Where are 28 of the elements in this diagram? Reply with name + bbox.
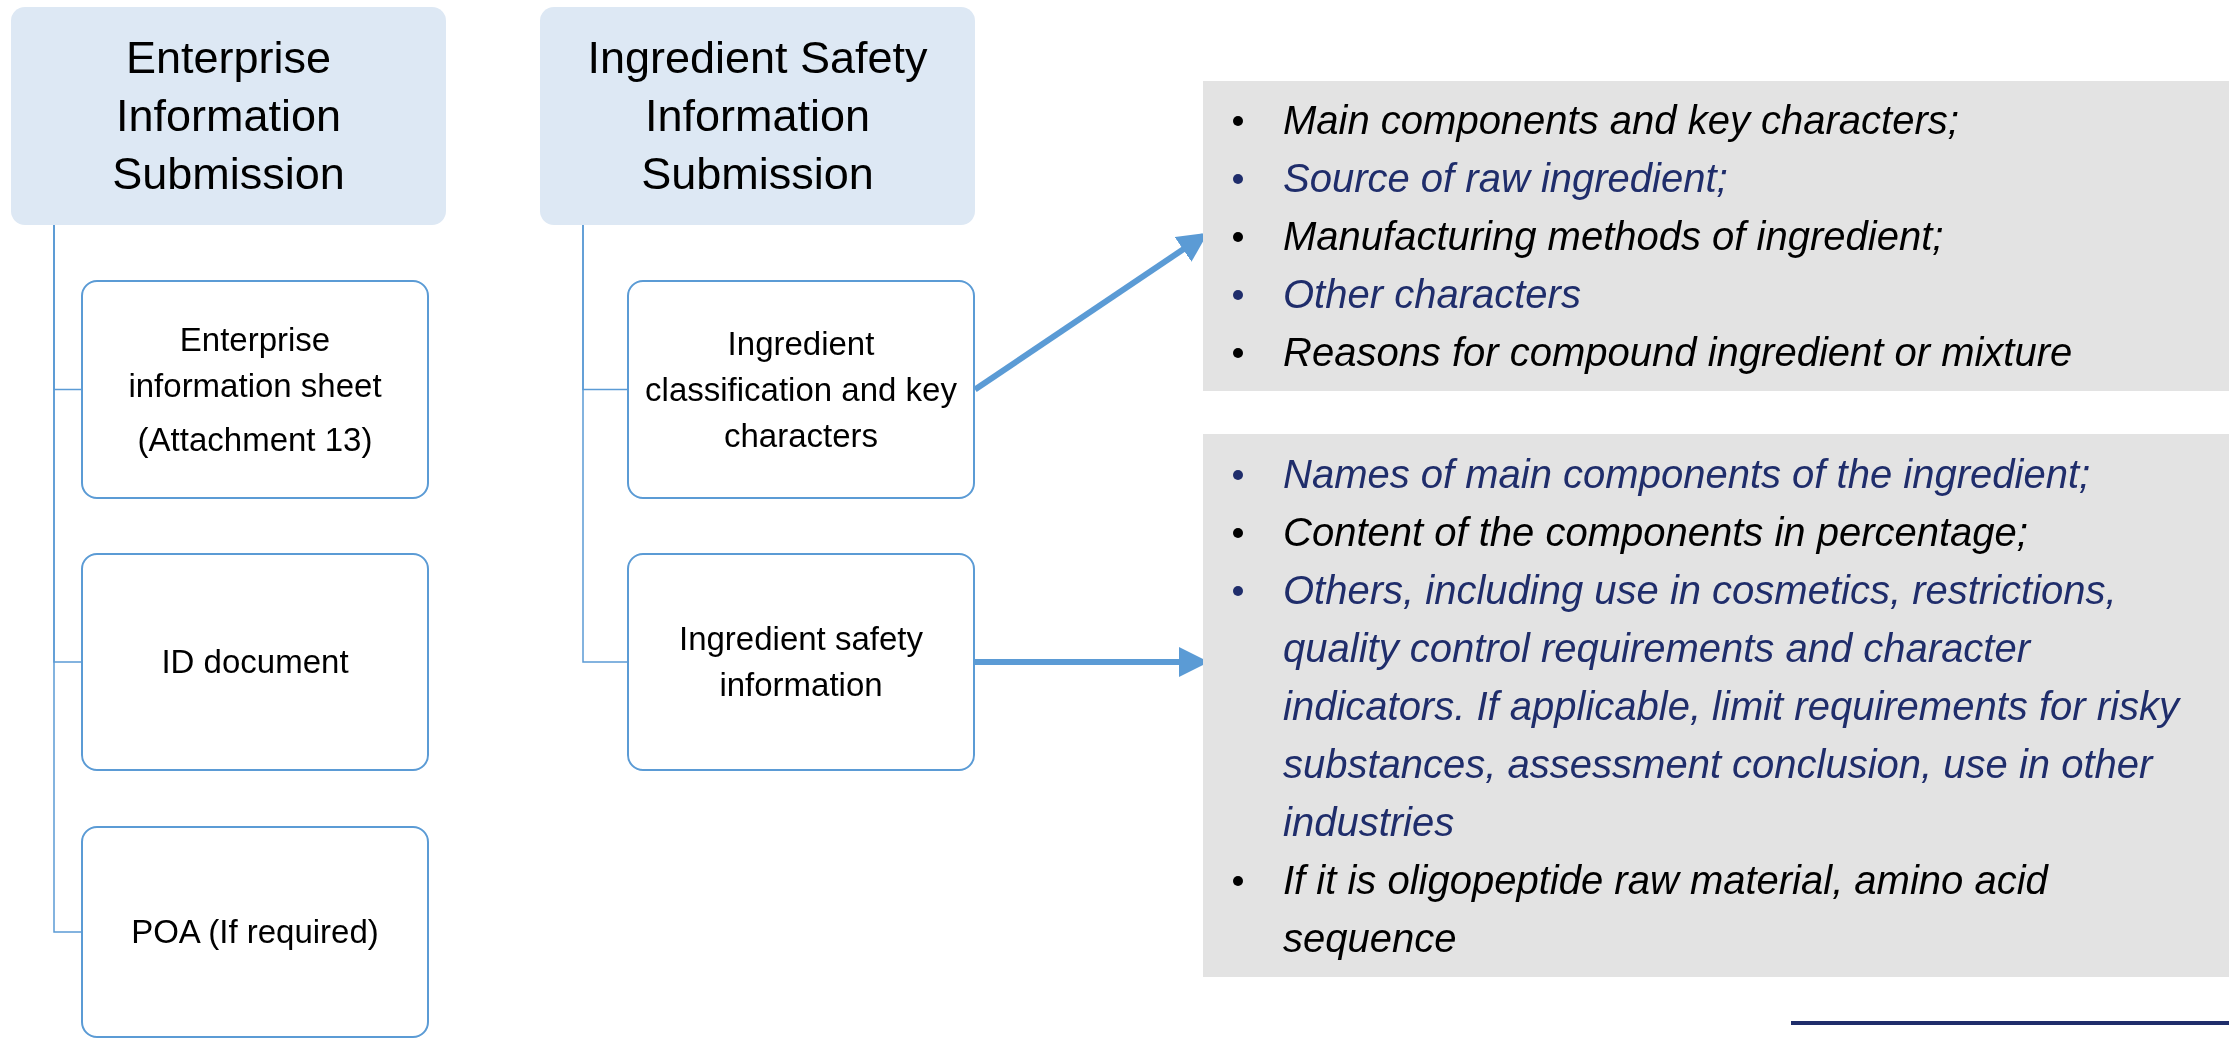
box-label: Enterprise information sheet <box>127 319 383 406</box>
box-label: POA (If required) <box>131 912 379 952</box>
bullet-text: Source of raw ingredient; <box>1283 155 1729 202</box>
bullet-text: Content of the components in percentage; <box>1283 508 2029 556</box>
connector-line <box>53 224 82 933</box>
item-box <box>81 280 429 499</box>
item-box <box>81 553 429 771</box>
box-label: (Attachment 13) <box>137 419 373 460</box>
header-text: Enterprise Information Submission <box>111 31 346 201</box>
bullet-text: If it is oligopeptide raw material, amino acid sequence <box>1283 856 2050 962</box>
section-header <box>540 7 975 225</box>
bullet-text: Reasons for compound ingredient or mixture <box>1283 329 2074 376</box>
header-text: Ingredient Safety Information Submission <box>586 31 929 201</box>
item-box <box>627 280 975 499</box>
bullet-panel <box>1203 81 2229 391</box>
bullet-text: Names of main components of the ingredient; <box>1283 450 2092 498</box>
item-box <box>81 826 429 1038</box>
box-label: Ingredient safety information <box>678 619 924 705</box>
bullet-text: Manufacturing methods of ingredient; <box>1283 213 1945 260</box>
bullet-text: Main components and key characters; <box>1283 97 1960 144</box>
item-box <box>627 553 975 771</box>
connector-line <box>582 224 628 663</box>
box-label: ID document <box>161 642 349 682</box>
bullet-panel <box>1203 434 2229 977</box>
bullet-text: Other characters <box>1283 271 1582 318</box>
box-label: Ingredient classification and key characters <box>644 323 958 456</box>
section-header <box>11 7 446 225</box>
bullet-text: Others, including use in cosmetics, restrictions, quality control requirements and character indicators. If applicable, limit requirements for risky substances, assessment conclusion, use in other industries <box>1283 566 2182 846</box>
